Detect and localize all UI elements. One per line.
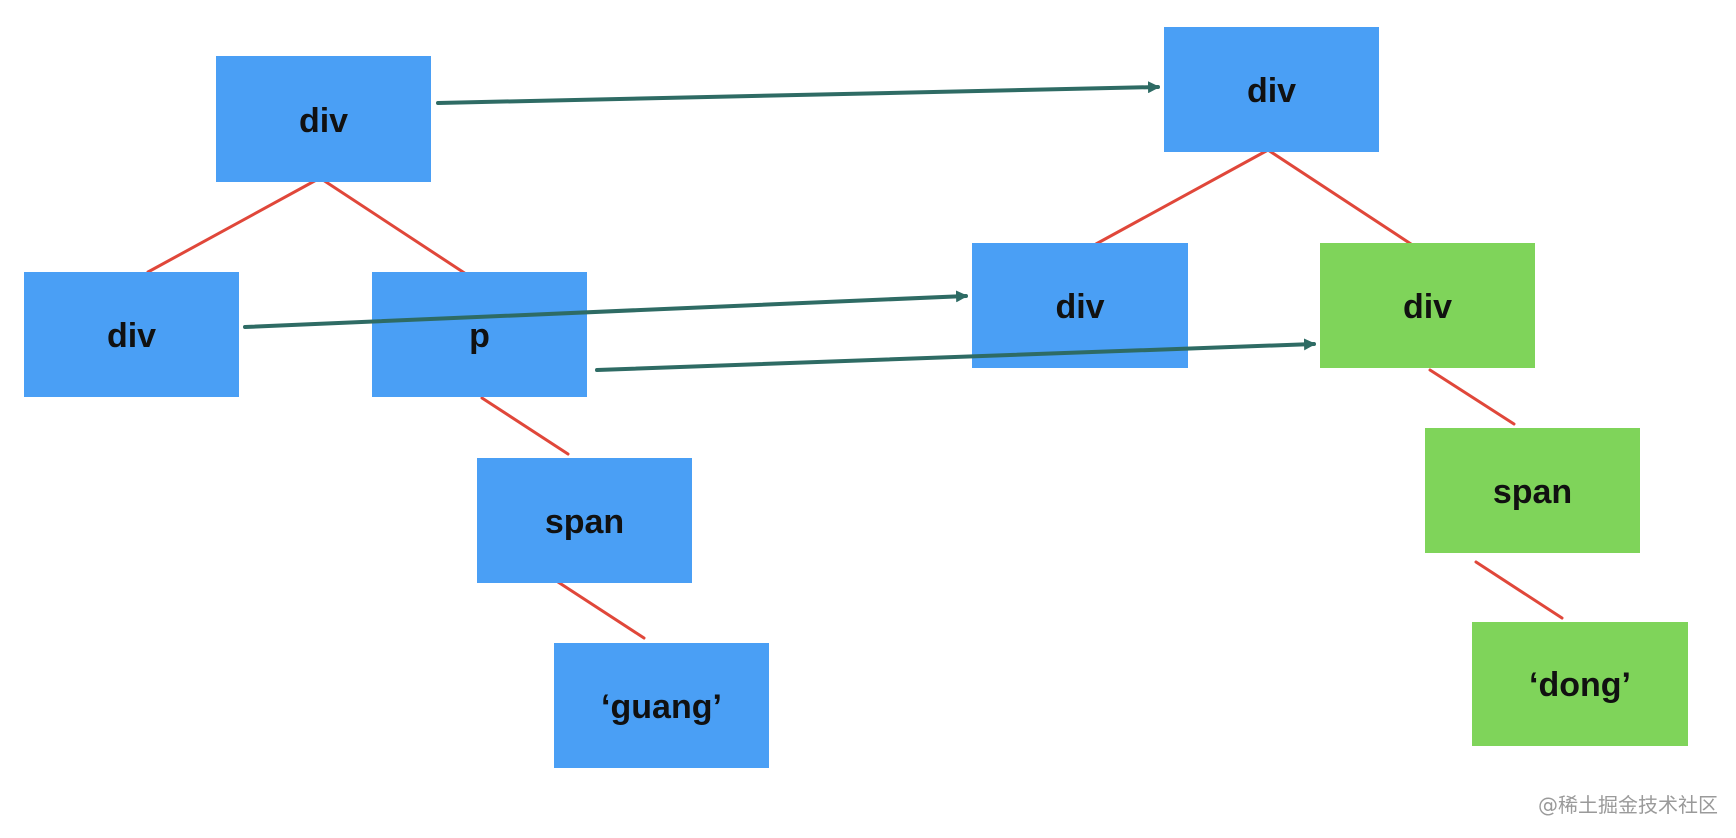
new-tree: div div div span ‘dong’	[972, 27, 1688, 746]
new-tree-edges	[1094, 148, 1564, 620]
diff-arrows	[243, 81, 1316, 372]
arrow-root-to-root	[436, 81, 1160, 105]
edge-root-to-left	[146, 176, 322, 274]
old-tree: div div p span ‘guang’	[24, 56, 769, 768]
new-left-div-node: div	[972, 243, 1188, 368]
edge-span-to-text	[556, 580, 646, 640]
old-span-label: span	[545, 503, 624, 541]
new-right-div-label: div	[1403, 288, 1452, 326]
new-root-node: div	[1164, 27, 1379, 152]
new-span-node: span	[1425, 428, 1640, 553]
new-root-label: div	[1247, 72, 1296, 110]
old-text-label: ‘guang’	[601, 688, 722, 726]
edge-new-div-to-span	[1428, 368, 1516, 426]
edge-p-to-span	[480, 396, 570, 456]
old-tree-edges	[146, 176, 646, 640]
edge-new-span-to-text	[1474, 560, 1564, 620]
edge-root-to-p	[318, 176, 468, 276]
old-root-node: div	[216, 56, 431, 182]
arrow-left-div-to-left-div	[243, 290, 968, 329]
arrow-p-to-right-div	[595, 338, 1316, 372]
old-p-label: p	[469, 317, 490, 355]
edge-new-root-to-left	[1094, 148, 1270, 246]
new-span-label: span	[1493, 473, 1572, 511]
new-text-node: ‘dong’	[1472, 622, 1688, 746]
old-span-node: span	[477, 458, 692, 583]
new-text-label: ‘dong’	[1529, 666, 1631, 704]
watermark-text: @稀土掘金技术社区	[1538, 793, 1718, 817]
edge-new-root-to-right	[1266, 148, 1416, 248]
old-left-div-node: div	[24, 272, 239, 397]
new-right-div-node: div	[1320, 243, 1535, 368]
old-text-node: ‘guang’	[554, 643, 769, 768]
old-left-div-label: div	[107, 317, 156, 355]
new-left-div-label: div	[1055, 288, 1104, 326]
old-root-label: div	[299, 102, 348, 140]
old-p-node: p	[372, 272, 587, 397]
